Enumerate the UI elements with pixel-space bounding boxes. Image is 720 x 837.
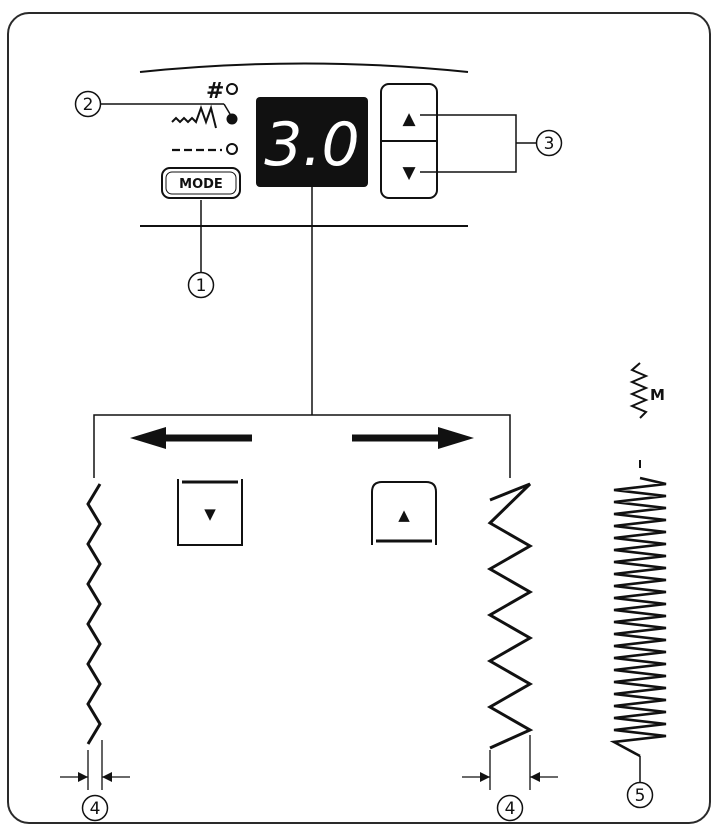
wide-width-dimension — [462, 735, 558, 790]
multi-zigzag-label: M — [650, 386, 665, 404]
width-value-display: 3.0 — [264, 110, 359, 180]
down-arrow-icon: ▼ — [402, 163, 416, 183]
callout-2-leader-tip — [223, 103, 231, 115]
decrease-button-illustration: ▼ — [177, 479, 243, 546]
multi-zigzag-stitch — [609, 476, 667, 758]
callout-2-number: 2 — [83, 95, 94, 115]
decrease-arrow-left — [130, 427, 252, 449]
callout-4a-number: 4 — [90, 799, 101, 819]
callout-4b-number: 4 — [505, 799, 516, 819]
increase-button-illustration: ▲ — [371, 481, 437, 545]
callout-1-circle — [187, 271, 215, 299]
mode-indicators: # — [171, 79, 238, 155]
decrease-button-arrow-icon: ▼ — [204, 505, 216, 523]
multi-zigzag-icon: M — [629, 362, 665, 419]
mode-button-outer[interactable] — [161, 167, 241, 199]
narrow-width-dimension — [60, 740, 130, 790]
increase-button-arrow-icon: ▲ — [398, 506, 410, 524]
straight-led — [226, 143, 238, 155]
callout-4a-circle — [81, 794, 109, 822]
led-display — [256, 97, 368, 187]
increase-arrow-right — [352, 427, 474, 449]
zigzag-led-active — [226, 113, 238, 125]
callout-5-number: 5 — [635, 786, 646, 806]
width-adjust-buttons: ▲ ▼ — [380, 83, 438, 199]
up-arrow-icon: ▲ — [402, 109, 416, 129]
panel-top-curve — [139, 62, 469, 73]
display-bracket — [93, 414, 511, 478]
callout-3-circle — [535, 129, 563, 157]
callout-5-circle — [626, 781, 654, 809]
mode-button-label: MODE — [179, 177, 223, 192]
diagram-frame — [7, 12, 711, 824]
callout-3-number: 3 — [544, 134, 555, 154]
buttonhole-icon: # — [206, 79, 224, 104]
zigzag-stitch-narrow — [86, 483, 102, 745]
zigzag-stitch-wide — [486, 482, 534, 750]
mode-button[interactable]: MODE — [161, 167, 241, 199]
callout-4b-circle — [496, 794, 524, 822]
mode-button-inner — [165, 171, 237, 195]
callout-1-number: 1 — [196, 276, 207, 296]
zigzag-mode-icon — [171, 104, 217, 129]
buttonhole-led — [226, 83, 238, 95]
